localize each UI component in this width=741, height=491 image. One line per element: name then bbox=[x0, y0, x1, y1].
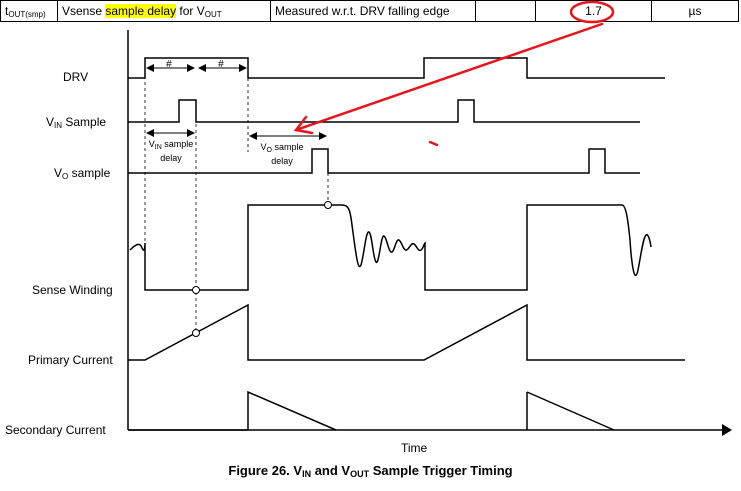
unit-cell: µs bbox=[651, 1, 738, 21]
label-vin-sample: VIN Sample bbox=[46, 115, 107, 130]
time-axis-label: Time bbox=[401, 441, 428, 455]
label-vo-sample: VO sample bbox=[54, 166, 111, 181]
secondary-current-ramp-2 bbox=[526, 391, 615, 431]
half-mark-2: # bbox=[218, 59, 224, 70]
red-arrow-line bbox=[294, 22, 604, 132]
time-axis-arrow bbox=[722, 424, 732, 436]
secondary-current-waveform bbox=[128, 390, 337, 431]
vo-sample-waveform bbox=[128, 148, 640, 174]
sense-winding-waveform bbox=[129, 204, 652, 291]
parameter-cell: Vsense sample delay for VOUT bbox=[57, 1, 270, 21]
min-value-cell bbox=[475, 1, 535, 21]
red-dash-markup bbox=[428, 140, 439, 147]
vin-sample-waveform bbox=[128, 99, 640, 123]
sense-sample-point-1 bbox=[192, 286, 200, 294]
highlighted-text: sample delay bbox=[105, 4, 177, 18]
label-secondary-current: Secondary Current bbox=[5, 423, 106, 437]
red-circle-markup bbox=[569, 0, 615, 24]
half-mark-1: # bbox=[166, 59, 172, 70]
figure-caption: Figure 26. VIN and VOUT Sample Trigger T… bbox=[228, 463, 513, 479]
label-primary-current: Primary Current bbox=[28, 353, 113, 367]
symbol-cell: tOUT(smp) bbox=[5, 4, 46, 19]
condition-cell: Measured w.r.t. DRV falling edge bbox=[270, 1, 475, 21]
typ-value-cell: 1.7 bbox=[535, 1, 651, 21]
label-drv: DRV bbox=[63, 70, 89, 84]
label-sense-winding: Sense Winding bbox=[32, 283, 113, 297]
red-arrowhead bbox=[293, 115, 314, 135]
spec-table-row: tOUT(smp) Vsense sample delay for VOUT M… bbox=[0, 0, 739, 22]
sense-sample-point-2 bbox=[324, 201, 332, 209]
primary-sample-point bbox=[192, 329, 200, 337]
drv-waveform bbox=[128, 57, 665, 79]
primary-current-waveform bbox=[128, 303, 685, 361]
